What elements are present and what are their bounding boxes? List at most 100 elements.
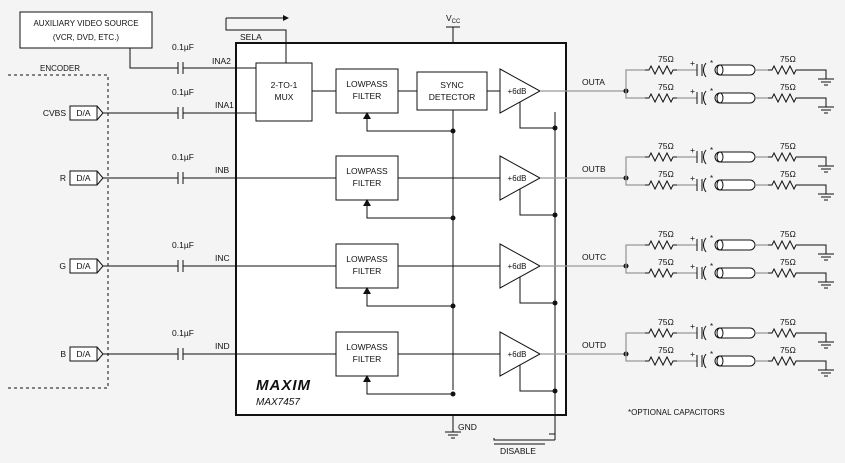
optional-cap-marker: * [710, 350, 713, 359]
encoder-outline [8, 74, 109, 389]
da-label: D/A [76, 349, 91, 359]
da-label: D/A [76, 108, 91, 118]
gain-label: +6dB [508, 174, 527, 183]
mux-label-2: MUX [275, 92, 294, 102]
lpf-label-1: LOWPASS [346, 254, 388, 264]
resistor-label: 75Ω [658, 169, 674, 179]
input-source-label: G [59, 261, 66, 271]
cap-plus: + [690, 261, 695, 271]
cap-plus: + [690, 321, 695, 331]
cap-plus: + [690, 145, 695, 155]
resistor-label: 75Ω [780, 345, 796, 355]
optional-cap-marker: * [710, 174, 713, 183]
coax-cable [714, 179, 756, 191]
resistor-label: 75Ω [780, 257, 796, 267]
aux-source-box [19, 11, 153, 49]
da-label: D/A [76, 173, 91, 183]
lpf-label-2: FILTER [353, 266, 382, 276]
input-pin-label: INC [215, 253, 230, 263]
sela-label: SELA [240, 32, 262, 42]
resistor-label: 75Ω [780, 141, 796, 151]
optional-cap-marker: * [710, 146, 713, 155]
optional-cap-marker: * [710, 262, 713, 271]
resistor-label: 75Ω [780, 229, 796, 239]
maxim-logo: MAXIM [256, 377, 311, 394]
cap-plus: + [690, 233, 695, 243]
coax-cable [714, 239, 756, 251]
input-source-label: R [60, 173, 66, 183]
resistor-label: 75Ω [780, 169, 796, 179]
lowpass-filter-block [335, 331, 399, 377]
resistor-label: 75Ω [658, 54, 674, 64]
resistor-label: 75Ω [658, 345, 674, 355]
resistor-label: 75Ω [658, 141, 674, 151]
lpf-label-2: FILTER [353, 354, 382, 364]
resistor-label: 75Ω [658, 317, 674, 327]
output-pin-label: OUTC [582, 252, 606, 262]
da-box [69, 258, 98, 274]
input-source-label: B [60, 349, 66, 359]
resistor-label: 75Ω [780, 317, 796, 327]
coax-cable [714, 151, 756, 163]
sync-detector-block [416, 71, 488, 111]
input-source-label: CVBS [43, 108, 66, 118]
da-label: D/A [76, 261, 91, 271]
sync-label-2: DETECTOR [429, 92, 476, 102]
resistor-label: 75Ω [780, 82, 796, 92]
cap-plus: + [690, 173, 695, 183]
optional-cap-marker: * [710, 234, 713, 243]
sync-label-1: SYNC [440, 80, 464, 90]
gain-label: +6dB [508, 262, 527, 271]
da-box [69, 170, 98, 186]
cap-label: 0.1µF [172, 240, 194, 250]
cap-label-ina2: 0.1µF [172, 42, 194, 52]
coax-cable [714, 327, 756, 339]
resistor-label: 75Ω [658, 82, 674, 92]
lpf-label-1: LOWPASS [346, 166, 388, 176]
vcc-label: VCC [446, 13, 461, 25]
resistor-label: 75Ω [780, 54, 796, 64]
input-pin-label: INA1 [215, 100, 234, 110]
lpf-label-2: FILTER [353, 178, 382, 188]
gain-label: +6dB [508, 87, 527, 96]
output-pin-label: OUTD [582, 340, 606, 350]
da-box [69, 105, 98, 121]
optional-cap-marker: * [710, 322, 713, 331]
mux-block [255, 62, 313, 122]
footnote: *OPTIONAL CAPACITORS [628, 408, 725, 417]
lowpass-filter-block [335, 68, 399, 114]
input-pin-label: INB [215, 165, 230, 175]
output-pin-label: OUTB [582, 164, 606, 174]
lpf-label-1: LOWPASS [346, 79, 388, 89]
aux-source-label-1: AUXILIARY VIDEO SOURCE [33, 19, 138, 28]
cap-plus: + [690, 86, 695, 96]
cap-label: 0.1µF [172, 328, 194, 338]
pin-ina2: INA2 [212, 56, 231, 66]
disable-label: DISABLE [500, 446, 536, 456]
coax-cable [714, 355, 756, 367]
cap-label: 0.1µF [172, 152, 194, 162]
optional-cap-marker: * [710, 59, 713, 68]
encoder-label: ENCODER [40, 64, 80, 73]
input-pin-label: IND [215, 341, 230, 351]
resistor-label: 75Ω [658, 229, 674, 239]
gnd-label: GND [458, 422, 477, 432]
cap-label: 0.1µF [172, 87, 194, 97]
da-box [69, 346, 98, 362]
gain-label: +6dB [508, 350, 527, 359]
coax-cable [714, 92, 756, 104]
lowpass-filter-block [335, 155, 399, 201]
lpf-label-1: LOWPASS [346, 342, 388, 352]
part-number: MAX7457 [256, 397, 300, 408]
aux-source-label-2: (VCR, DVD, ETC.) [53, 33, 120, 42]
output-pin-label: OUTA [582, 77, 605, 87]
optional-cap-marker: * [710, 87, 713, 96]
lpf-label-2: FILTER [353, 91, 382, 101]
cap-plus: + [690, 58, 695, 68]
mux-label-1: 2-TO-1 [271, 80, 298, 90]
resistor-label: 75Ω [658, 257, 674, 267]
coax-cable [714, 267, 756, 279]
coax-cable [714, 64, 756, 76]
cap-plus: + [690, 349, 695, 359]
